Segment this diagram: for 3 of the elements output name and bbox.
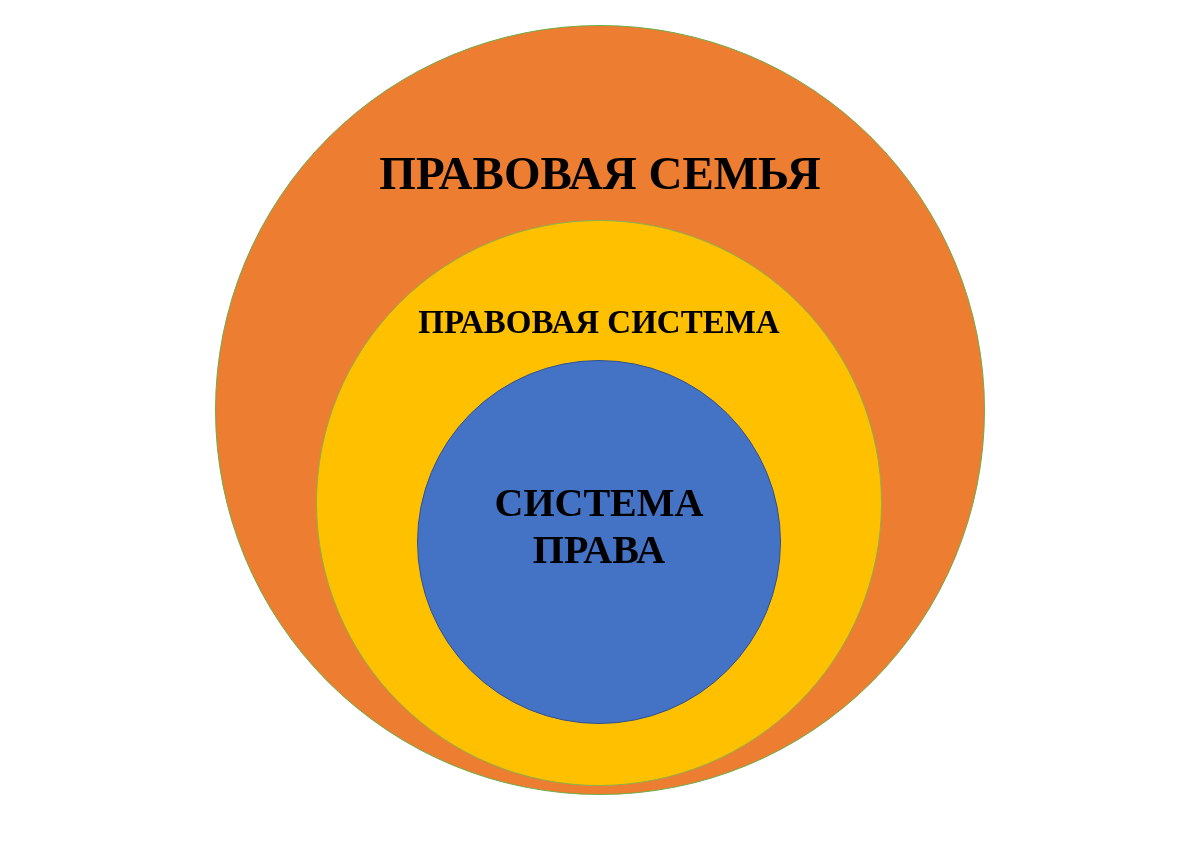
circle-heading: ПРАВОВАЯ СИСТЕМА	[418, 304, 780, 340]
circle-label: СИСТЕМА ПРАВА	[494, 480, 704, 572]
circle-heading: ПРАВОВАЯ СЕМЬЯ	[379, 147, 821, 199]
